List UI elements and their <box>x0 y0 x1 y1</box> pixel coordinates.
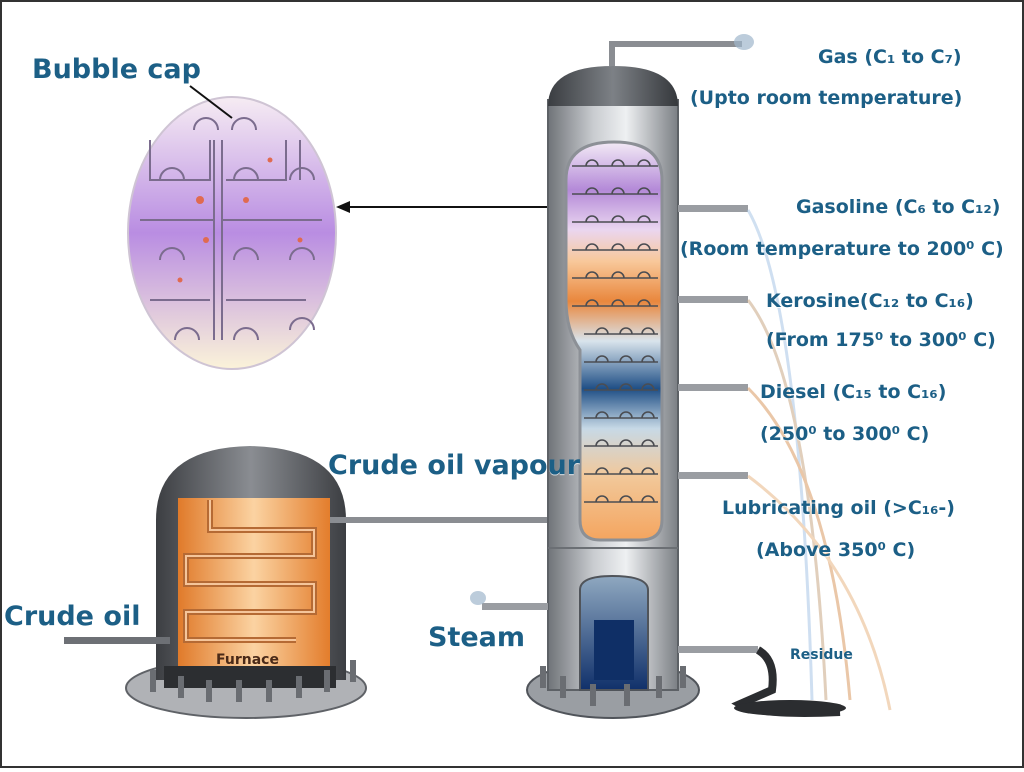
bubble-cap-label: Bubble cap <box>32 54 201 85</box>
arrow-head <box>336 201 350 213</box>
vapour-pipe <box>330 517 552 523</box>
fractionating-column <box>526 66 700 719</box>
steam-label: Steam <box>428 622 526 653</box>
crude-oil-pipe <box>64 637 170 644</box>
diesel-fraction-range: (250⁰ to 300⁰ C) <box>760 423 930 445</box>
lubricating-fraction-name: Lubricating oil (>C₁₆-) <box>722 497 955 519</box>
gasoline-fraction-name: Gasoline (C₆ to C₁₂) <box>796 196 1001 218</box>
gas-fraction-range: (Upto room temperature) <box>690 87 963 109</box>
lubricating-fraction-range: (Above 350⁰ C) <box>756 539 916 561</box>
gas-fraction-name: Gas (C₁ to C₇) <box>818 46 962 68</box>
kerosine-fraction-name: Kerosine(C₁₂ to C₁₆) <box>766 290 974 312</box>
gasoline-fraction-range: (Room temperature to 200⁰ C) <box>680 238 1004 260</box>
diesel-fraction-name: Diesel (C₁₅ to C₁₆) <box>760 381 947 403</box>
product-streams <box>746 209 892 711</box>
residue-label: Residue <box>790 647 853 663</box>
side-draw-pipes <box>678 205 758 653</box>
crude-vapour-label: Crude oil vapour <box>328 450 581 481</box>
steam-pipe <box>482 603 548 610</box>
furnace-label: Furnace <box>216 652 279 668</box>
crude-oil-label: Crude oil <box>4 601 141 632</box>
gas-pipe <box>609 41 742 66</box>
furnace <box>125 446 367 719</box>
kerosine-fraction-range: (From 175⁰ to 300⁰ C) <box>766 329 996 351</box>
bubble-cap-detail <box>127 85 337 370</box>
